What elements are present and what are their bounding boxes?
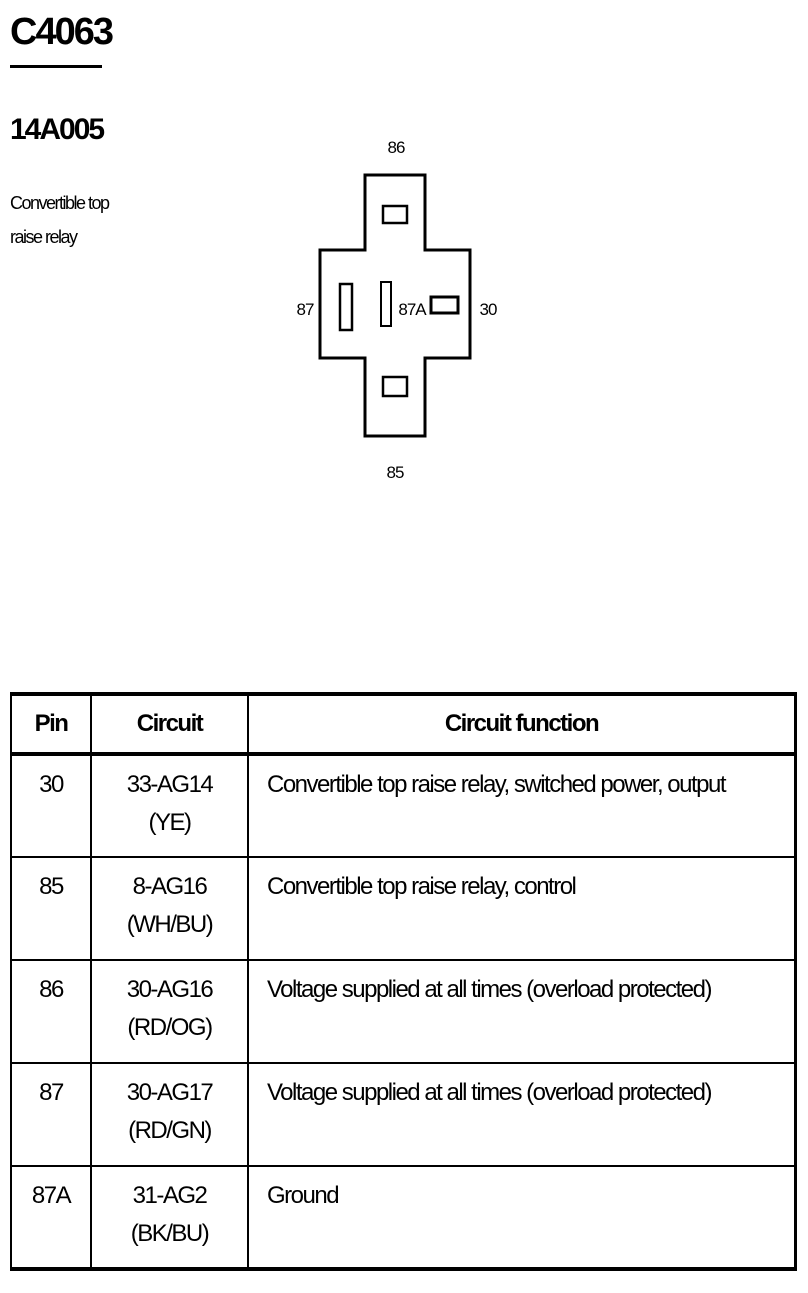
circuit-number: 31-AG2 [132, 1182, 208, 1209]
connector-face-svg: 86 85 87 30 87A [297, 138, 498, 482]
cell-circuit: 8-AG16 (WH/BU) [90, 856, 249, 961]
description-line-1: Convertible top [10, 193, 110, 213]
table-row: 85 8-AG16 (WH/BU) Convertible top raise … [10, 856, 797, 961]
description-line-2: raise relay [10, 227, 78, 247]
connector-description: Convertible top raise relay [10, 186, 150, 254]
pin-label-86: 86 [388, 138, 405, 157]
circuit-number: 8-AG16 [132, 873, 208, 900]
cell-circuit: 30-AG16 (RD/OG) [90, 959, 249, 1064]
cell-circuit: 33-AG14 (YE) [90, 753, 249, 858]
terminal-86 [381, 204, 409, 225]
cell-pin: 87A [10, 1165, 92, 1270]
circuit-number: 30-AG16 [126, 976, 214, 1003]
header-pin: Pin [10, 693, 92, 756]
pin-label-87a: 87A [398, 300, 427, 319]
wire-color: (BK/BU) [130, 1220, 210, 1247]
table-header-row: Pin Circuit Circuit function [10, 693, 797, 756]
circuit-number: 33-AG14 [126, 771, 214, 798]
wire-color: (RD/OG) [127, 1014, 213, 1041]
cell-function: Convertible top raise relay, control [247, 856, 797, 961]
terminal-85 [381, 375, 409, 398]
title-underline [10, 65, 102, 68]
table-row: 86 30-AG16 (RD/OG) Voltage supplied at a… [10, 959, 797, 1064]
pin-label-30: 30 [480, 300, 497, 319]
pin-table: Pin Circuit Circuit function 30 33-AG14 … [10, 692, 797, 1271]
header-circuit-function: Circuit function [247, 693, 797, 756]
cell-function: Voltage supplied at all times (overload … [247, 1062, 797, 1167]
table-row: 30 33-AG14 (YE) Convertible top raise re… [10, 753, 797, 858]
terminal-87a [380, 281, 392, 327]
wire-color: (RD/GN) [128, 1117, 212, 1144]
pin-label-87: 87 [297, 300, 314, 319]
table-row: 87 30-AG17 (RD/GN) Voltage supplied at a… [10, 1062, 797, 1167]
connector-housing [318, 173, 472, 438]
connector-face-diagram: 86 85 87 30 87A [270, 120, 530, 500]
cell-function: Convertible top raise relay, switched po… [247, 753, 797, 858]
cell-pin: 87 [10, 1062, 92, 1167]
header-circuit: Circuit [90, 693, 249, 756]
part-number: 14A005 [10, 113, 105, 146]
wire-color: (YE) [148, 809, 193, 836]
cell-function: Ground [247, 1165, 797, 1270]
cell-pin: 30 [10, 753, 92, 858]
circuit-number: 30-AG17 [126, 1079, 214, 1106]
cell-circuit: 31-AG2 (BK/BU) [90, 1165, 249, 1270]
terminal-87 [338, 282, 354, 332]
terminal-30 [429, 295, 460, 315]
cell-function: Voltage supplied at all times (overload … [247, 959, 797, 1064]
pin-label-85: 85 [387, 463, 404, 482]
cell-pin: 85 [10, 856, 92, 961]
connector-id: C4063 [10, 11, 114, 53]
cell-circuit: 30-AG17 (RD/GN) [90, 1062, 249, 1167]
table-row: 87A 31-AG2 (BK/BU) Ground [10, 1165, 797, 1270]
cell-pin: 86 [10, 959, 92, 1064]
wire-color: (WH/BU) [126, 911, 214, 938]
